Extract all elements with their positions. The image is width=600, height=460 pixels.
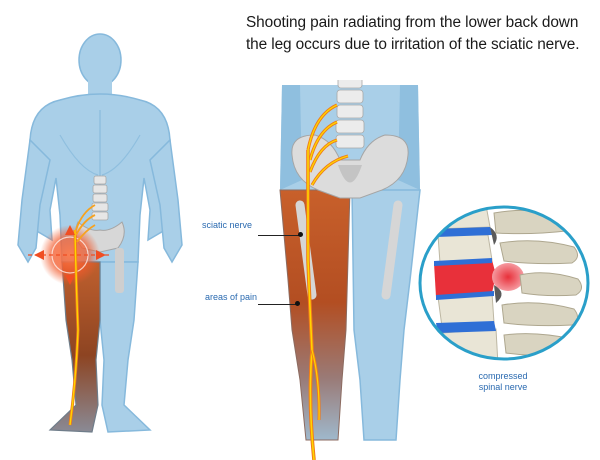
full-body-figure <box>17 33 183 433</box>
spine-inset-figure <box>418 205 590 361</box>
leader-line-pain <box>258 304 298 305</box>
leader-dot-pain <box>295 301 300 306</box>
inset-caption: compressed spinal nerve <box>473 371 533 393</box>
label-areas-of-pain: areas of pain <box>205 292 258 302</box>
inset-caption-line-1: compressed <box>478 371 528 381</box>
label-sciatic-nerve: sciatic nerve <box>202 220 253 230</box>
headline-line-2: the leg occurs due to irritation of the … <box>246 36 580 53</box>
inset-caption-line-2: spinal nerve <box>478 382 528 392</box>
leader-dot-sciatic <box>298 232 303 237</box>
headline: Shooting pain radiating from the lower b… <box>246 12 600 56</box>
headline-line-1: Shooting pain radiating from the lower b… <box>246 14 579 31</box>
leader-line-sciatic <box>258 235 301 236</box>
pelvis-legs-figure <box>279 80 421 460</box>
